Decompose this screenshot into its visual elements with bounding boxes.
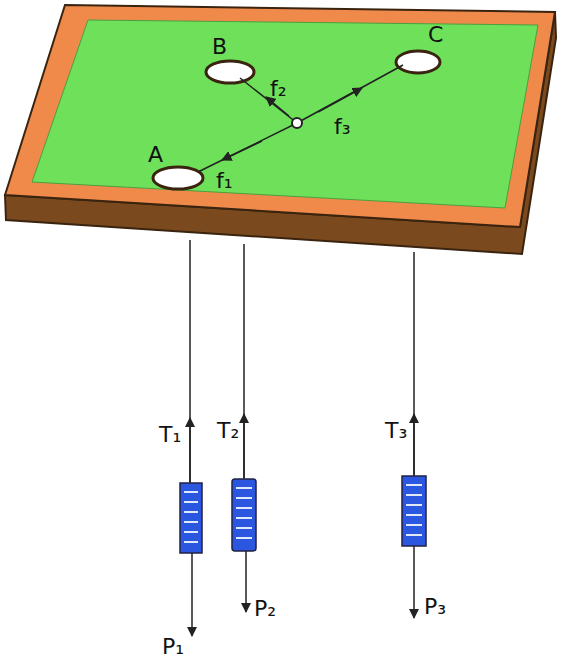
- weight: [402, 476, 426, 546]
- weight: [180, 483, 202, 553]
- string: [297, 65, 403, 123]
- weight-arrow: [191, 553, 193, 636]
- table-top: [5, 5, 555, 227]
- string: [240, 78, 297, 123]
- point-label: A: [148, 144, 163, 166]
- point-label: B: [212, 36, 227, 58]
- hole: [206, 61, 254, 83]
- force-label: P₃: [424, 596, 446, 618]
- table-cloth: [32, 20, 538, 208]
- weight: [232, 479, 256, 551]
- tension-arrow: [243, 414, 245, 478]
- string: [189, 240, 191, 483]
- ring: [292, 118, 302, 128]
- force-arrow: [318, 88, 362, 112]
- force-label: P₁: [162, 636, 184, 658]
- force-label: f₁: [216, 170, 233, 192]
- force-label: T₁: [159, 424, 181, 446]
- string: [413, 252, 415, 476]
- force-label: T₃: [385, 420, 407, 442]
- force-label: f₃: [334, 116, 351, 138]
- force-label: T₂: [217, 420, 239, 442]
- hole: [153, 167, 203, 189]
- force-label: P₂: [254, 598, 276, 620]
- weight-arrow: [245, 551, 247, 612]
- tension-arrow: [413, 414, 415, 475]
- tension-arrow: [189, 418, 191, 482]
- string: [243, 244, 245, 479]
- hole: [396, 51, 440, 73]
- force-label: f₂: [270, 78, 287, 100]
- weight-arrow: [413, 546, 415, 618]
- string: [198, 123, 297, 172]
- point-label: C: [428, 24, 443, 46]
- force-arrow: [222, 141, 262, 160]
